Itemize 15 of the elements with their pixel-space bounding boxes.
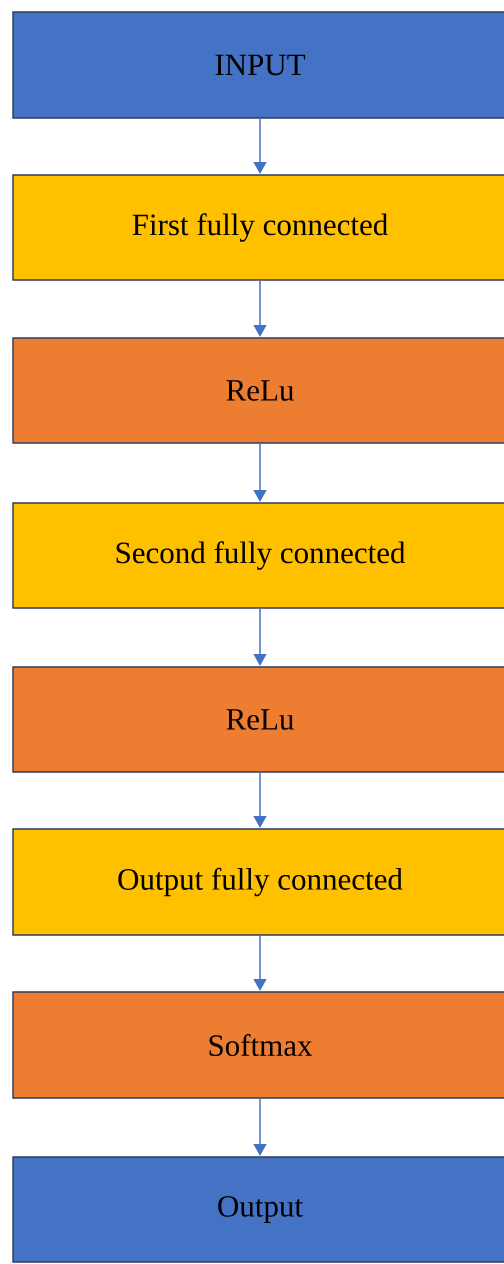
layer-box: Second fully connected (12, 502, 504, 609)
arrow (253, 608, 267, 666)
layer-box: INPUT (12, 11, 504, 119)
arrow (253, 935, 267, 991)
arrow (253, 118, 267, 174)
layer-box: Softmax (12, 991, 504, 1099)
layer-box: ReLu (12, 666, 504, 773)
arrow (253, 280, 267, 337)
layer-box: Output fully connected (12, 828, 504, 936)
layer-box: ReLu (12, 337, 504, 444)
arrow (253, 772, 267, 828)
layer-box: Output (12, 1156, 504, 1263)
arrow (253, 1098, 267, 1156)
layer-box: First fully connected (12, 174, 504, 281)
arrow (253, 443, 267, 502)
